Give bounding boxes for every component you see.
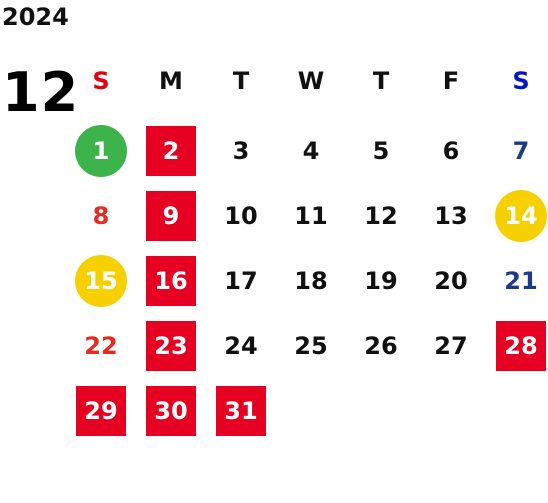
day-cell-17: 17 xyxy=(224,267,258,295)
day-cell-25: 25 xyxy=(294,332,328,360)
day-cell-27: 27 xyxy=(434,332,468,360)
weekday-header-friday: F xyxy=(442,67,460,95)
day-cell-31: 31 xyxy=(216,386,266,436)
day-cell-6: 6 xyxy=(442,137,460,165)
day-cell-10: 10 xyxy=(224,202,258,230)
weekday-header-thursday: T xyxy=(372,67,390,95)
year-label: 2024 xyxy=(2,3,69,31)
day-cell-19: 19 xyxy=(364,267,398,295)
day-cell-29: 29 xyxy=(76,386,126,436)
day-cell-22: 22 xyxy=(84,332,118,360)
day-cell-18: 18 xyxy=(294,267,328,295)
day-cell-9: 9 xyxy=(146,191,196,241)
day-cell-15: 15 xyxy=(75,255,127,307)
day-cell-11: 11 xyxy=(294,202,328,230)
weekday-header-monday: M xyxy=(159,67,183,95)
weekday-header-sunday: S xyxy=(92,67,110,95)
day-cell-1: 1 xyxy=(75,125,127,177)
weekday-header-saturday: S xyxy=(512,67,530,95)
day-cell-3: 3 xyxy=(232,137,250,165)
day-cell-8: 8 xyxy=(92,202,110,230)
day-cell-23: 23 xyxy=(146,321,196,371)
day-cell-28: 28 xyxy=(496,321,546,371)
weekday-header-wednesday: W xyxy=(297,67,325,95)
day-cell-5: 5 xyxy=(372,137,390,165)
weekday-header-tuesday: T xyxy=(232,67,250,95)
day-cell-26: 26 xyxy=(364,332,398,360)
day-cell-20: 20 xyxy=(434,267,468,295)
day-cell-13: 13 xyxy=(434,202,468,230)
day-cell-2: 2 xyxy=(146,126,196,176)
day-cell-14: 14 xyxy=(495,190,547,242)
day-cell-4: 4 xyxy=(302,137,320,165)
day-cell-24: 24 xyxy=(224,332,258,360)
day-cell-16: 16 xyxy=(146,256,196,306)
day-cell-21: 21 xyxy=(504,267,538,295)
day-cell-12: 12 xyxy=(364,202,398,230)
day-cell-30: 30 xyxy=(146,386,196,436)
day-cell-7: 7 xyxy=(512,137,530,165)
month-label: 12 xyxy=(2,61,80,124)
